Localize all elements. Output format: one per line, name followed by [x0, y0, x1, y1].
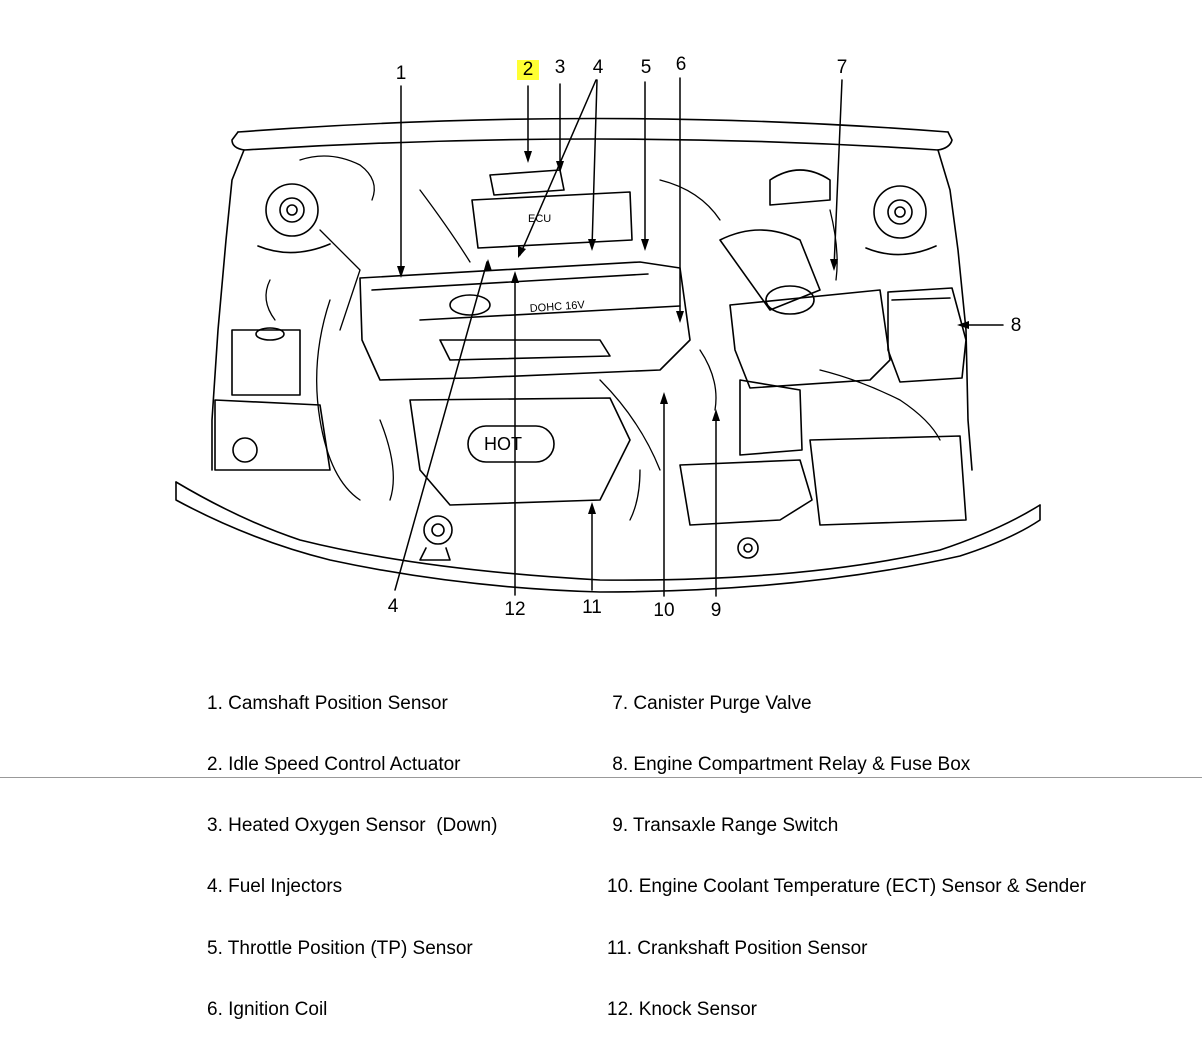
- left-strut-tower: [257, 183, 331, 254]
- bottom-rule: [0, 777, 1202, 778]
- legend-item-3: 3. Heated Oxygen Sensor (Down): [207, 815, 498, 837]
- hot-label: HOT: [484, 434, 522, 454]
- left-reservoir: [214, 327, 331, 471]
- legend-item-8: 8. Engine Compartment Relay & Fuse Box: [607, 754, 971, 776]
- leader-lines: [394, 77, 1004, 597]
- callout-8: 8: [1010, 315, 1022, 336]
- ecu-label: ECU: [528, 213, 551, 225]
- legend-right-column: 7. Canister Purge Valve 8. Engine Compar…: [607, 653, 1086, 1041]
- engine-compartment-diagram: DOHC 16V HOT ECU: [175, 77, 1041, 597]
- callout-10: 10: [653, 600, 675, 621]
- legend-item-2: 2. Idle Speed Control Actuator: [207, 754, 461, 776]
- callout-4-bottom: 4: [387, 596, 399, 617]
- callout-4-top: 4: [592, 57, 604, 78]
- arrow-heads: [397, 151, 969, 514]
- legend-item-1: 1. Camshaft Position Sensor: [207, 692, 448, 714]
- callout-12: 12: [504, 599, 526, 620]
- legend-item-6: 6. Ignition Coil: [207, 998, 328, 1020]
- engine-cover: DOHC 16V: [359, 261, 691, 381]
- legend-left-column: 1. Camshaft Position Sensor 2. Idle Spee…: [207, 653, 497, 1041]
- right-strut-tower: [865, 185, 937, 256]
- callout-1: 1: [395, 63, 407, 84]
- air-cleaner: [719, 169, 891, 389]
- callout-2: 2: [517, 60, 539, 80]
- legend-item-7: 7. Canister Purge Valve: [607, 692, 812, 714]
- callout-5: 5: [640, 57, 652, 78]
- legend-item-4: 4. Fuel Injectors: [207, 876, 343, 898]
- callout-11: 11: [582, 597, 602, 618]
- legend-item-12: 12. Knock Sensor: [607, 998, 757, 1020]
- legend-item-9: 9. Transaxle Range Switch: [607, 815, 839, 837]
- callout-9: 9: [710, 600, 722, 621]
- hood-outline: [175, 117, 1041, 593]
- engine-block: HOT: [409, 397, 631, 561]
- hoses-and-wiring: [265, 155, 941, 521]
- fuse-box: [887, 287, 967, 383]
- legend-item-5: 5. Throttle Position (TP) Sensor: [207, 937, 473, 959]
- lower-right-components: [679, 379, 967, 559]
- engine-cover-label: DOHC 16V: [529, 299, 585, 315]
- legend-item-10: 10. Engine Coolant Temperature (ECT) Sen…: [607, 876, 1087, 898]
- callout-6: 6: [675, 54, 687, 75]
- callout-7: 7: [836, 57, 848, 78]
- legend-item-11: 11. Crankshaft Position Sensor: [607, 937, 868, 959]
- callout-3: 3: [554, 57, 566, 78]
